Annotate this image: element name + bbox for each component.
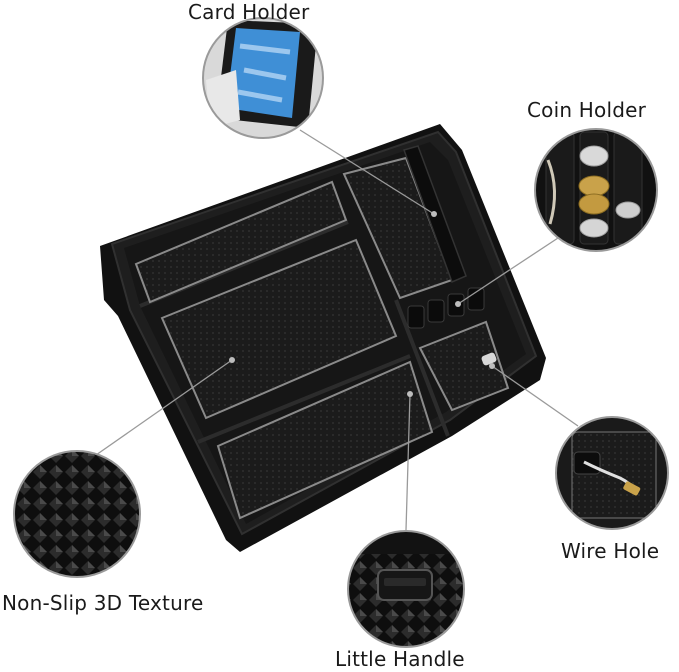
console-tray	[100, 124, 546, 552]
coin-slots	[407, 287, 485, 329]
leader-wire	[491, 365, 579, 427]
mat-small	[418, 320, 510, 412]
leader-handle	[405, 393, 411, 531]
callout-little-handle	[347, 530, 465, 648]
card-holder-label: Card Holder	[188, 0, 310, 24]
leader-lines	[85, 129, 579, 531]
callout-non-slip-texture	[13, 450, 141, 578]
usb-connector	[623, 481, 641, 496]
coin-gold	[578, 175, 610, 197]
callout-card-holder	[202, 17, 324, 139]
mat-bottom	[216, 360, 434, 520]
leader-coin	[457, 237, 559, 305]
wire-hole-label: Wire Hole	[561, 539, 660, 563]
leader-card	[299, 129, 435, 215]
coin-holder-label: Coin Holder	[527, 98, 647, 122]
leader-dots	[229, 211, 495, 397]
divider	[197, 354, 411, 444]
wire-hole	[481, 352, 497, 366]
callout-wire-hole	[555, 416, 669, 530]
mat-long-top	[134, 180, 348, 304]
divider	[394, 299, 450, 437]
little-handle-label: Little Handle	[335, 647, 465, 671]
mat-large	[160, 238, 398, 420]
callout-coin-holder	[534, 128, 658, 252]
non-slip-texture-label: Non-Slip 3D Texture	[2, 591, 204, 615]
leader-texture	[85, 359, 233, 463]
